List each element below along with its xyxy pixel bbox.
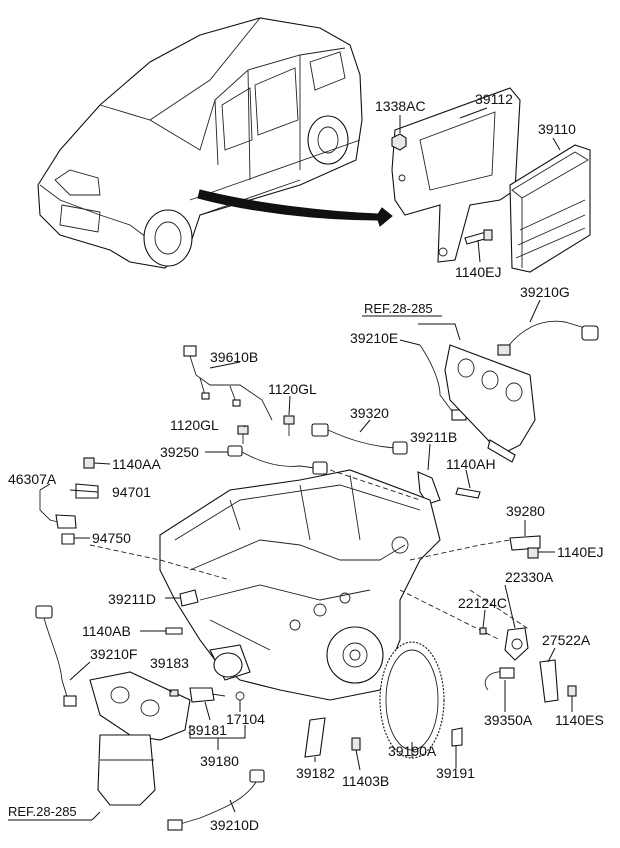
label-39110: 39110: [538, 121, 576, 137]
nut-1338AC: [391, 133, 407, 151]
label-39280: 39280: [506, 503, 545, 519]
part-22330A: [504, 627, 529, 661]
label-1120GL-b: 1120GL: [170, 417, 219, 433]
label-22330A: 22330A: [505, 569, 554, 585]
sensor-46307A: [39, 490, 77, 529]
bolt-11403B: [351, 737, 361, 751]
label-39182: 39182: [296, 765, 335, 781]
label-1140ES: 1140ES: [555, 712, 604, 728]
label-27522A: 27522A: [542, 632, 591, 648]
exhaust-manifold-top: [444, 344, 536, 463]
harness-39610B: [183, 345, 273, 421]
label-39320: 39320: [350, 405, 389, 421]
ref-28-285-top[interactable]: REF.28-285: [364, 301, 433, 316]
bolt-39191: [451, 727, 463, 747]
label-39191: 39191: [436, 765, 475, 781]
label-39211D: 39211D: [108, 591, 156, 607]
label-leaders: [8, 107, 573, 821]
part-94750: [61, 533, 75, 545]
exhaust-manifold-bottom: [89, 671, 191, 806]
label-1140EJ-right: 1140EJ: [557, 544, 603, 560]
label-1120GL-a: 1120GL: [268, 381, 317, 397]
label-39210G: 39210G: [520, 284, 570, 300]
label-39350A: 39350A: [484, 712, 533, 728]
bolt-1120GL-a: [283, 415, 295, 436]
sensor-39250: [227, 445, 328, 475]
part-labels: 1338AC 39112 39110 1140EJ 39210G REF.28-…: [8, 91, 604, 833]
sensor-39211D: [179, 589, 199, 607]
part-22124C: [479, 627, 487, 635]
bracket-39182: [304, 717, 326, 758]
sensor-39210G: [497, 320, 599, 356]
ecu-module-39110: [509, 144, 591, 273]
label-39610B: 39610B: [210, 349, 258, 365]
leader-lines: [89, 469, 531, 641]
label-1140AH: 1140AH: [446, 456, 496, 472]
engine-assembly: [159, 469, 441, 701]
sensor-39280: [509, 535, 541, 559]
label-39181: 39181: [188, 722, 227, 738]
bolt-1140AA: [83, 457, 95, 469]
label-39211B: 39211B: [410, 429, 457, 445]
label-11403B: 11403B: [342, 773, 389, 789]
label-22124C: 22124C: [458, 595, 507, 611]
label-1140AB: 1140AB: [82, 623, 131, 639]
flexplate-39190A: [379, 641, 445, 759]
vehicle-illustration: [37, 17, 393, 269]
label-1140AA: 1140AA: [112, 456, 161, 472]
label-94701: 94701: [112, 484, 151, 500]
sensor-39210D: [167, 769, 265, 831]
label-39210E: 39210E: [350, 330, 398, 346]
bolt-1120GL-b: [237, 425, 249, 444]
ecu-bracket-39112: [391, 87, 521, 263]
label-1338AC: 1338AC: [375, 98, 426, 114]
sensor-39320: [311, 423, 408, 455]
sensor-39210F: [35, 605, 77, 707]
label-39210D: 39210D: [210, 817, 259, 833]
label-39210F: 39210F: [90, 646, 137, 662]
label-17104: 17104: [226, 711, 265, 727]
bracket-27522A: [539, 659, 577, 703]
label-39180: 39180: [200, 753, 239, 769]
ref-28-285-bottom[interactable]: REF.28-285: [8, 804, 77, 819]
label-46307A: 46307A: [8, 471, 57, 487]
bolt-1140AB: [165, 627, 183, 635]
label-39250: 39250: [160, 444, 199, 460]
label-39112: 39112: [475, 91, 513, 107]
sensor-39350A: [484, 667, 515, 691]
label-1140EJ-top: 1140EJ: [455, 264, 501, 280]
label-39190A: 39190A: [388, 743, 437, 759]
label-94750: 94750: [92, 530, 131, 546]
label-39183: 39183: [150, 655, 189, 671]
sensor-39211B: [417, 471, 481, 505]
bolt-1140EJ-top: [464, 229, 493, 245]
